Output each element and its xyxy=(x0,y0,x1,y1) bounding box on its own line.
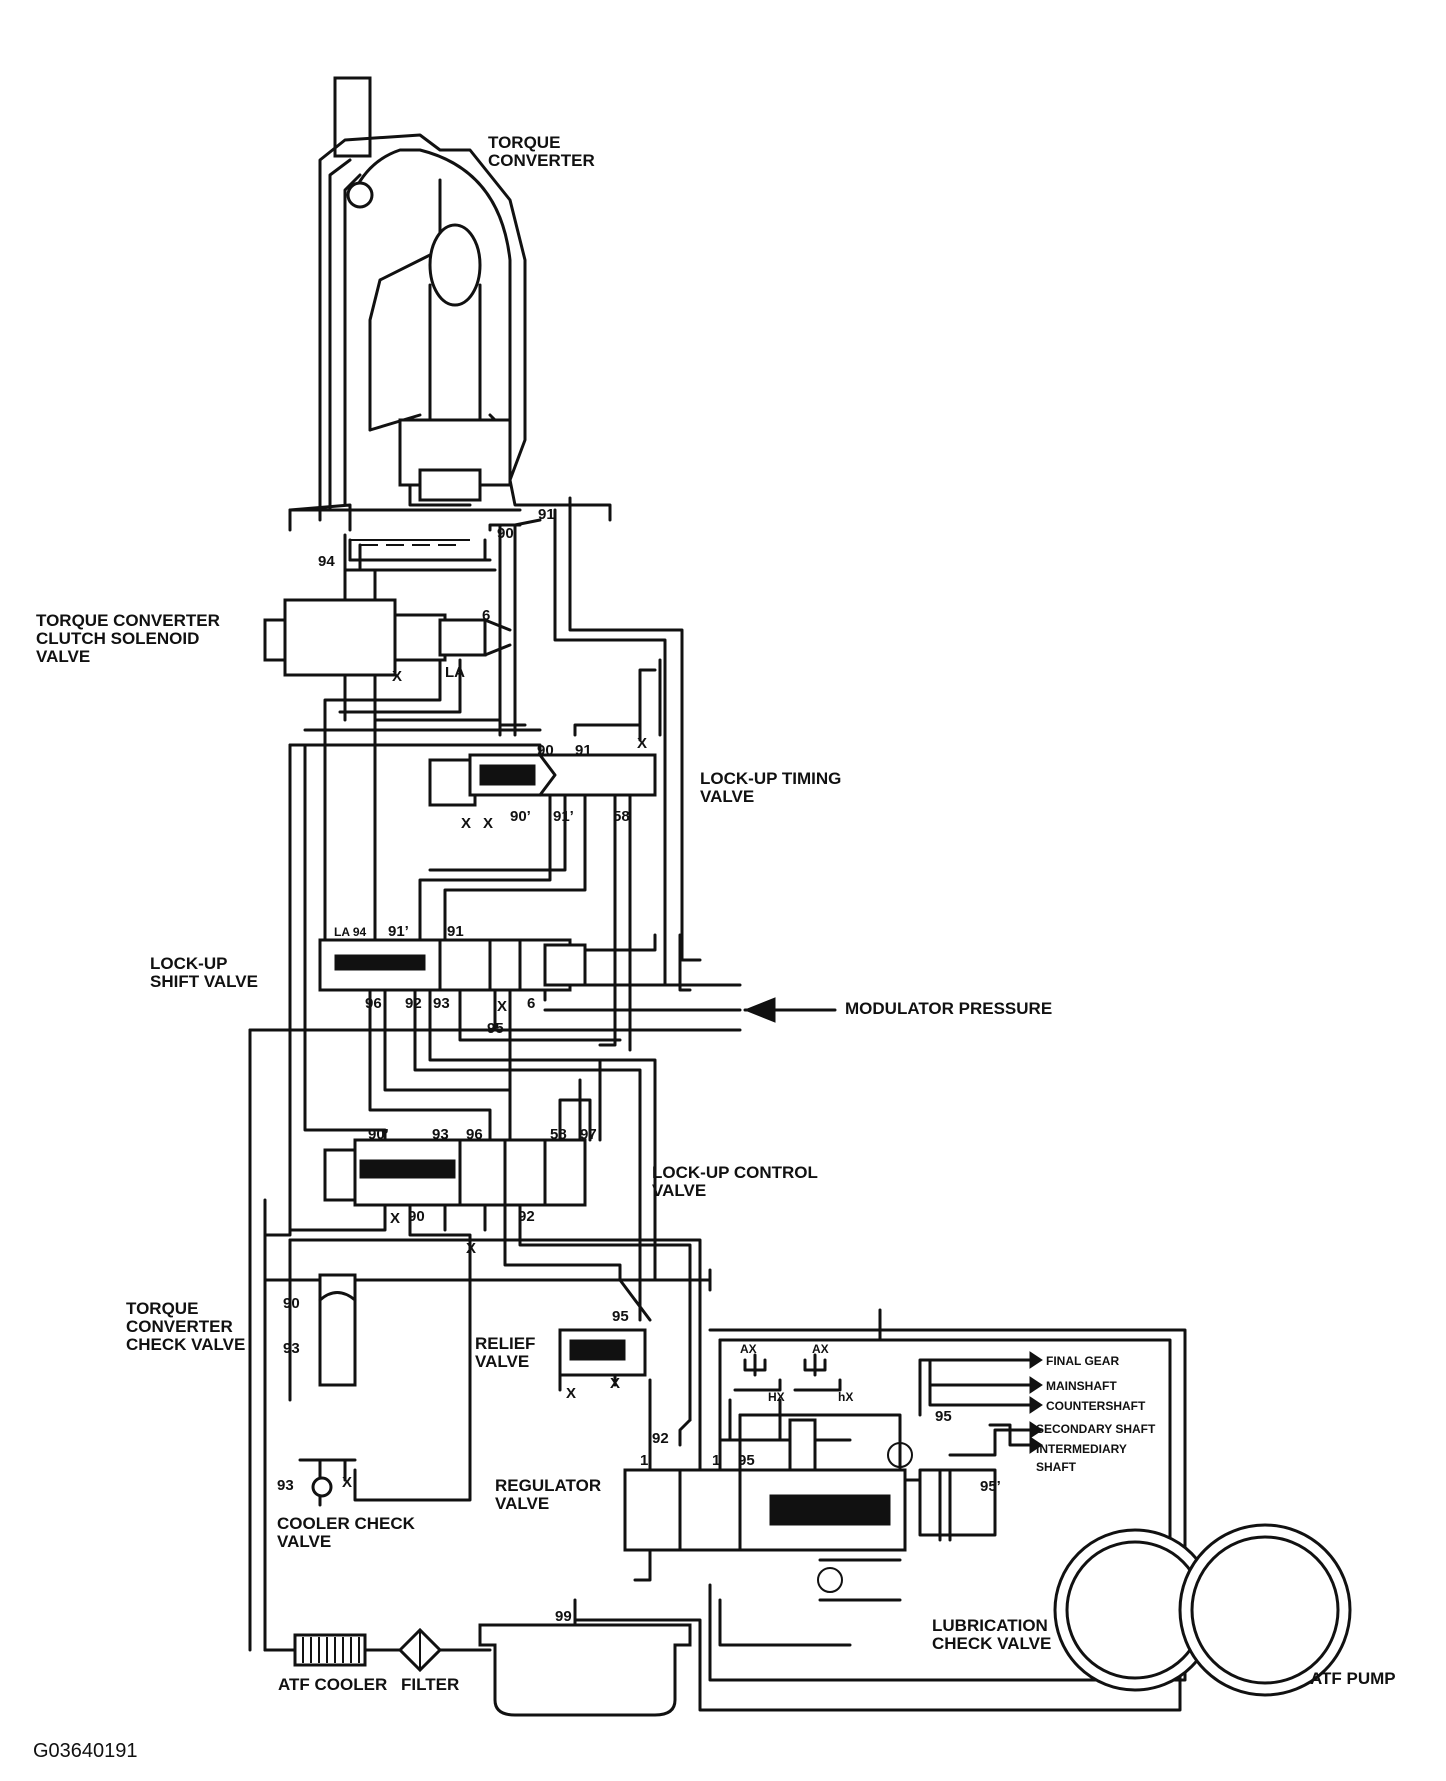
port-label: 95 xyxy=(612,1308,629,1325)
port-label: 93 xyxy=(277,1477,294,1494)
port-label: X xyxy=(610,1375,621,1392)
port-label: X xyxy=(392,668,403,685)
lockup-shift-valve-drawing xyxy=(318,938,587,992)
port-label: 93 xyxy=(432,1126,449,1143)
port-label: 90 xyxy=(283,1295,300,1312)
atf-pump-drawing xyxy=(1053,1523,1352,1697)
port-label: 6 xyxy=(527,995,536,1012)
port-label: 90’ xyxy=(510,808,531,825)
lockup-timing-valve-drawing xyxy=(428,753,657,807)
label-final-gear: FINAL GEAR xyxy=(1046,1354,1120,1368)
port-label: 95’ xyxy=(980,1478,1001,1495)
port-label: X xyxy=(483,815,494,832)
port-label: 58 xyxy=(550,1126,567,1143)
lockup-control-valve-drawing xyxy=(323,1138,587,1207)
port-label: 91 xyxy=(575,742,592,759)
port-label: 96 xyxy=(365,995,382,1012)
lubrication-arrows xyxy=(1029,1351,1043,1454)
port-label: X xyxy=(497,998,508,1015)
port-label: 94 xyxy=(318,553,335,570)
label-filter: FILTER xyxy=(401,1675,460,1694)
port-label: 90 xyxy=(537,742,554,759)
port-label: 92 xyxy=(518,1208,535,1225)
port-label: 1 xyxy=(640,1452,649,1469)
port-label: HX xyxy=(768,1390,785,1404)
port-label: 95 xyxy=(487,1020,504,1037)
atf-pan-drawing xyxy=(478,1603,692,1717)
port-label: 91 xyxy=(447,923,464,940)
port-label: X xyxy=(461,815,472,832)
figure-code: G03640191 xyxy=(33,1740,138,1762)
torque-converter-drawing xyxy=(288,76,612,546)
port-label: LA 94 xyxy=(334,925,367,939)
port-label: 95 xyxy=(738,1452,755,1469)
port-label: 6 xyxy=(482,607,491,624)
port-label: 91’ xyxy=(388,923,409,940)
port-label: AX xyxy=(812,1342,829,1356)
cooler-check-valve-drawing xyxy=(298,1458,357,1507)
port-label: 1 xyxy=(712,1452,721,1469)
port-label: 93 xyxy=(433,995,450,1012)
label-countershaft: COUNTERSHAFT xyxy=(1046,1399,1146,1413)
modulator-arrow-icon xyxy=(743,997,837,1023)
port-label: 99 xyxy=(555,1608,572,1625)
filter-drawing xyxy=(397,1627,443,1673)
relief-valve-drawing xyxy=(558,1328,647,1392)
port-label: 90’ xyxy=(368,1126,389,1143)
label-atf-cooler: ATF COOLER xyxy=(278,1675,388,1694)
tcc-solenoid-drawing xyxy=(263,598,512,677)
port-label: 96 xyxy=(466,1126,483,1143)
port-label: 95 xyxy=(935,1408,952,1425)
regulator-valve-drawing xyxy=(623,1418,913,1602)
port-label: 58 xyxy=(613,808,630,825)
label-mainshaft: MAINSHAFT xyxy=(1046,1379,1117,1393)
port-label: 90 xyxy=(497,525,514,542)
label-secondary-shaft: SECONDARY SHAFT xyxy=(1036,1422,1156,1436)
port-label: 90 xyxy=(408,1208,425,1225)
port-label: X xyxy=(637,735,648,752)
tc-check-valve-drawing xyxy=(288,1273,357,1387)
port-label: 91 xyxy=(538,506,555,523)
atf-cooler-drawing xyxy=(293,1633,367,1667)
port-label: 92 xyxy=(405,995,422,1012)
port-label: hX xyxy=(838,1390,854,1404)
port-label: 97 xyxy=(580,1126,597,1143)
label-modulator-pressure: MODULATOR PRESSURE xyxy=(845,999,1053,1018)
label-atf-pump: ATF PUMP xyxy=(1310,1669,1396,1688)
port-label: 93 xyxy=(283,1340,300,1357)
port-label: X xyxy=(342,1474,353,1491)
port-label: LA xyxy=(445,664,465,681)
port-label: X xyxy=(566,1385,577,1402)
port-label: X xyxy=(466,1240,477,1257)
port-label: 92 xyxy=(652,1430,669,1447)
port-label: X xyxy=(390,1210,401,1227)
port-label: 91’ xyxy=(553,808,574,825)
port-label: AX xyxy=(740,1342,757,1356)
